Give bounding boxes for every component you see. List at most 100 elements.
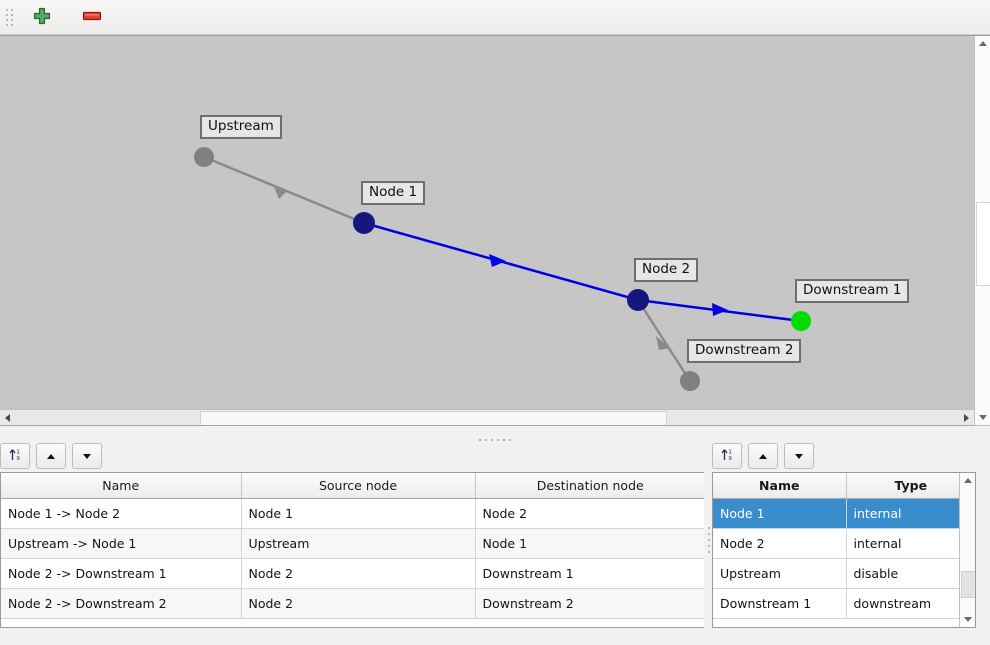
graph-node-node2[interactable] <box>627 289 649 311</box>
vertical-scroll-thumb[interactable] <box>976 202 990 286</box>
node-label-node2[interactable]: Node 2 <box>634 258 699 282</box>
node-label-node1[interactable]: Node 1 <box>361 181 426 205</box>
column-header-name[interactable]: Name <box>1 473 242 499</box>
graph-node-downstream1[interactable] <box>791 311 811 331</box>
cell-name: Node 2 -> Downstream 1 <box>1 558 242 589</box>
nodes-pane: 1 9 Name Type <box>712 442 990 637</box>
canvas-vertical-scrollbar[interactable] <box>974 36 990 426</box>
minus-icon <box>80 6 104 29</box>
column-header-destination-node[interactable]: Destination node <box>475 473 705 499</box>
table-row[interactable]: Node 2 -> Downstream 2 Node 2 Downstream… <box>1 588 705 619</box>
triangle-up-icon <box>47 453 55 459</box>
cell-type: internal <box>846 498 975 529</box>
remove-node-button[interactable] <box>76 3 108 31</box>
graph-node-node1[interactable] <box>353 212 375 234</box>
cell-source-node: Node 2 <box>241 558 476 589</box>
triangle-down-icon <box>963 617 972 622</box>
triangle-up-icon <box>759 453 767 459</box>
graph-canvas-area: Upstream Node 1 Node 2 Downstream 1 Down… <box>0 35 990 441</box>
plus-icon <box>32 6 52 29</box>
add-node-button[interactable] <box>26 3 58 31</box>
vertical-splitter[interactable] <box>704 442 714 637</box>
triangle-up-icon <box>978 41 987 46</box>
table-row[interactable]: Node 1 -> Node 2 Node 1 Node 2 <box>1 498 705 529</box>
cell-name: Node 2 <box>713 528 847 559</box>
toolbar-drag-grip[interactable] <box>4 6 14 28</box>
node-label-downstream1[interactable]: Downstream 1 <box>795 279 910 303</box>
cell-name: Upstream -> Node 1 <box>1 528 242 559</box>
table-row[interactable]: Node 2 -> Downstream 1 Node 2 Downstream… <box>1 558 705 589</box>
scroll-down-button[interactable] <box>975 410 990 425</box>
node-label-downstream2[interactable]: Downstream 2 <box>687 339 802 363</box>
cell-name: Downstream 1 <box>713 588 847 619</box>
scroll-up-button[interactable] <box>960 473 975 488</box>
scroll-left-button[interactable] <box>0 410 15 425</box>
triangle-left-icon <box>5 413 10 422</box>
nodes-sort-button[interactable]: 1 9 <box>712 443 742 469</box>
nodes-table-header-row: Name Type <box>713 473 975 499</box>
sort-icon: 1 9 <box>720 447 735 465</box>
canvas-horizontal-scrollbar[interactable] <box>0 409 974 425</box>
edge-upstream-node1[interactable] <box>203 155 365 225</box>
table-row[interactable]: Upstream disable <box>713 558 975 589</box>
edge-node1-node2[interactable] <box>363 221 639 302</box>
svg-text:1: 1 <box>16 450 20 456</box>
triangle-down-icon <box>83 453 91 459</box>
cell-name: Node 2 -> Downstream 2 <box>1 588 242 619</box>
graph-svg <box>194 147 811 391</box>
nodes-move-down-button[interactable] <box>784 443 814 469</box>
cell-destination-node: Node 2 <box>475 498 705 529</box>
node-label-upstream[interactable]: Upstream <box>200 115 282 139</box>
triangle-down-icon <box>978 415 987 420</box>
edges-table-header-row: Name Source node Destination node <box>1 473 705 499</box>
cell-name: Node 1 <box>713 498 847 529</box>
edge-node2-downstream2[interactable] <box>636 299 692 382</box>
scroll-up-button[interactable] <box>975 36 990 51</box>
table-row[interactable]: Downstream 1 downstream <box>713 588 975 619</box>
cell-source-node: Upstream <box>241 528 476 559</box>
nodes-move-up-button[interactable] <box>748 443 778 469</box>
cell-name: Upstream <box>713 558 847 589</box>
column-header-name[interactable]: Name <box>713 473 847 499</box>
triangle-up-icon <box>963 478 972 483</box>
table-row[interactable]: Node 2 internal <box>713 528 975 559</box>
horizontal-scroll-thumb[interactable] <box>200 411 667 425</box>
cell-type: downstream <box>846 588 975 619</box>
table-row[interactable]: Upstream -> Node 1 Upstream Node 1 <box>1 528 705 559</box>
edge-node2-downstream1[interactable] <box>637 298 802 323</box>
edges-move-down-button[interactable] <box>72 443 102 469</box>
cell-destination-node: Downstream 1 <box>475 558 705 589</box>
cell-source-node: Node 2 <box>241 588 476 619</box>
svg-text:1: 1 <box>728 450 732 456</box>
cell-type: disable <box>846 558 975 589</box>
cell-destination-node: Downstream 2 <box>475 588 705 619</box>
cell-name: Node 1 -> Node 2 <box>1 498 242 529</box>
edges-pane: 1 9 Name Source node Destination <box>0 442 706 637</box>
splitter-grip <box>708 526 710 553</box>
column-header-type[interactable]: Type <box>846 473 975 499</box>
graph-node-upstream[interactable] <box>194 147 214 167</box>
cell-type: internal <box>846 528 975 559</box>
sort-icon: 1 9 <box>8 447 23 465</box>
svg-text:9: 9 <box>16 456 20 462</box>
vertical-scroll-thumb[interactable] <box>961 571 975 598</box>
scroll-down-button[interactable] <box>960 612 975 627</box>
column-header-source-node[interactable]: Source node <box>241 473 476 499</box>
nodes-table-vertical-scrollbar[interactable] <box>959 473 975 627</box>
table-row-selected[interactable]: Node 1 internal <box>713 498 975 529</box>
main-toolbar <box>0 0 990 35</box>
nodes-table[interactable]: Name Type Node 1 internal Node 2 interna… <box>712 472 976 628</box>
edges-move-up-button[interactable] <box>36 443 66 469</box>
status-bar <box>0 637 990 645</box>
splitter-grip <box>479 439 511 441</box>
scroll-right-button[interactable] <box>959 410 974 425</box>
edges-sort-button[interactable]: 1 9 <box>0 443 30 469</box>
triangle-down-icon <box>795 453 803 459</box>
horizontal-splitter[interactable] <box>0 434 990 446</box>
edges-table[interactable]: Name Source node Destination node Node 1… <box>0 472 706 628</box>
nodes-toolbar: 1 9 <box>712 442 820 470</box>
graph-node-downstream2[interactable] <box>680 371 700 391</box>
triangle-right-icon <box>964 413 969 422</box>
graph-canvas[interactable]: Upstream Node 1 Node 2 Downstream 1 Down… <box>0 36 975 426</box>
cell-source-node: Node 1 <box>241 498 476 529</box>
